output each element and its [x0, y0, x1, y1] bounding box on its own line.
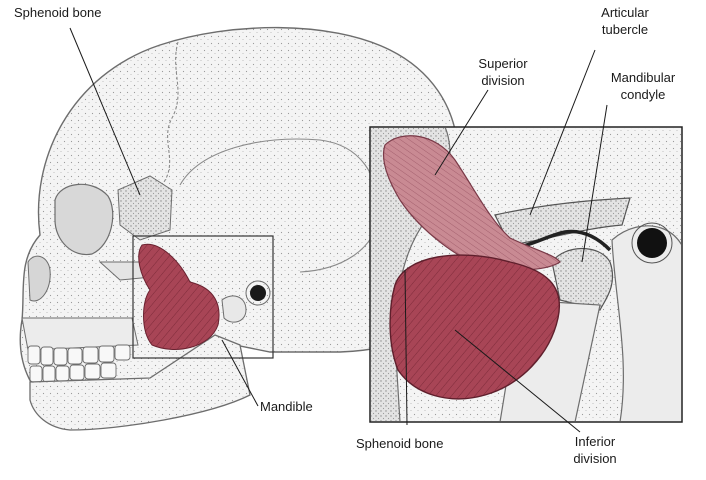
label-mandible: Mandible — [260, 399, 313, 414]
label-superior-line2: division — [468, 73, 538, 88]
label-articular-line2: tubercle — [590, 22, 660, 37]
magnified-view — [370, 127, 690, 422]
label-inferior-line2: division — [560, 451, 630, 466]
label-sphenoid-bone-top: Sphenoid bone — [14, 5, 101, 20]
label-articular-line1: Articular — [590, 5, 660, 20]
orbit — [55, 184, 113, 254]
ear-canal — [250, 285, 266, 301]
ear-canal-inset — [637, 228, 667, 258]
label-sphenoid-bone-bottom: Sphenoid bone — [356, 436, 443, 451]
label-mandibular-line2: condyle — [598, 87, 688, 102]
label-inferior-line1: Inferior — [560, 434, 630, 449]
label-mandibular-line1: Mandibular — [598, 70, 688, 85]
label-superior-line1: Superior — [468, 56, 538, 71]
